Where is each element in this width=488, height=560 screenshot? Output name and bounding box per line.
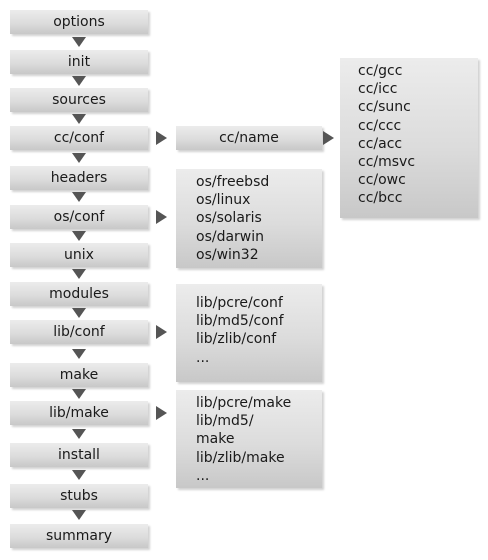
compiler-item: cc/ccc bbox=[358, 117, 402, 134]
compiler-item: cc/sunc bbox=[358, 99, 411, 116]
lib-conf-item: lib/md5/conf bbox=[196, 313, 284, 330]
cc-name-box: cc/name bbox=[176, 126, 322, 150]
down-arrow-icon bbox=[72, 153, 86, 163]
lib-make-item: ... bbox=[196, 467, 210, 484]
step-init: init bbox=[10, 50, 148, 74]
step-lib-conf: lib/conf bbox=[10, 320, 148, 344]
step-modules: modules bbox=[10, 282, 148, 306]
down-arrow-icon bbox=[72, 269, 86, 279]
lib-conf-list-box: lib/pcre/conf lib/md5/conf lib/zlib/conf… bbox=[176, 284, 322, 382]
os-list-box: os/freebsd os/linux os/solaris os/darwin… bbox=[176, 169, 322, 268]
os-item: os/linux bbox=[196, 192, 251, 209]
down-arrow-icon bbox=[72, 192, 86, 202]
down-arrow-icon bbox=[72, 114, 86, 124]
os-item: os/win32 bbox=[196, 246, 259, 263]
lib-conf-item: lib/zlib/conf bbox=[196, 331, 277, 348]
down-arrow-icon bbox=[72, 76, 86, 86]
step-headers: headers bbox=[10, 166, 148, 190]
step-options: options bbox=[10, 10, 148, 34]
compiler-item: cc/icc bbox=[358, 81, 398, 98]
os-item: os/solaris bbox=[196, 210, 262, 227]
step-lib-make: lib/make bbox=[10, 401, 148, 425]
compiler-item: cc/msvc bbox=[358, 154, 416, 171]
lib-conf-item: ... bbox=[196, 349, 210, 366]
os-item: os/freebsd bbox=[196, 174, 270, 190]
lib-make-item: lib/zlib/make bbox=[196, 449, 285, 466]
down-arrow-icon bbox=[72, 429, 86, 439]
step-cc-conf: cc/conf bbox=[10, 126, 148, 150]
compiler-item: cc/acc bbox=[358, 135, 403, 152]
right-arrow-icon bbox=[156, 210, 167, 224]
step-summary: summary bbox=[10, 524, 148, 548]
down-arrow-icon bbox=[72, 510, 86, 520]
step-install: install bbox=[10, 443, 148, 467]
lib-conf-item: lib/pcre/conf bbox=[196, 295, 283, 311]
os-item: os/darwin bbox=[196, 228, 265, 245]
down-arrow-icon bbox=[72, 37, 86, 47]
compiler-list-box: cc/gcc cc/icc cc/sunc cc/ccc cc/acc cc/m… bbox=[340, 58, 478, 218]
step-stubs: stubs bbox=[10, 484, 148, 508]
step-unix: unix bbox=[10, 243, 148, 267]
right-arrow-icon bbox=[323, 131, 334, 145]
right-arrow-icon bbox=[156, 325, 167, 339]
down-arrow-icon bbox=[72, 308, 86, 318]
step-os-conf: os/conf bbox=[10, 205, 148, 229]
lib-make-item: make bbox=[196, 431, 235, 448]
right-arrow-icon bbox=[156, 131, 167, 145]
step-make: make bbox=[10, 363, 148, 387]
right-arrow-icon bbox=[156, 406, 167, 420]
compiler-item: cc/bcc bbox=[358, 190, 403, 207]
down-arrow-icon bbox=[72, 349, 86, 359]
lib-make-item: lib/pcre/make bbox=[196, 395, 292, 411]
lib-make-list-box: lib/pcre/make lib/md5/ make lib/zlib/mak… bbox=[176, 390, 322, 488]
step-sources: sources bbox=[10, 88, 148, 112]
lib-make-item: lib/md5/ bbox=[196, 413, 254, 430]
down-arrow-icon bbox=[72, 231, 86, 241]
down-arrow-icon bbox=[72, 389, 86, 399]
compiler-item: cc/gcc bbox=[358, 63, 403, 79]
down-arrow-icon bbox=[72, 470, 86, 480]
compiler-item: cc/owc bbox=[358, 172, 406, 189]
